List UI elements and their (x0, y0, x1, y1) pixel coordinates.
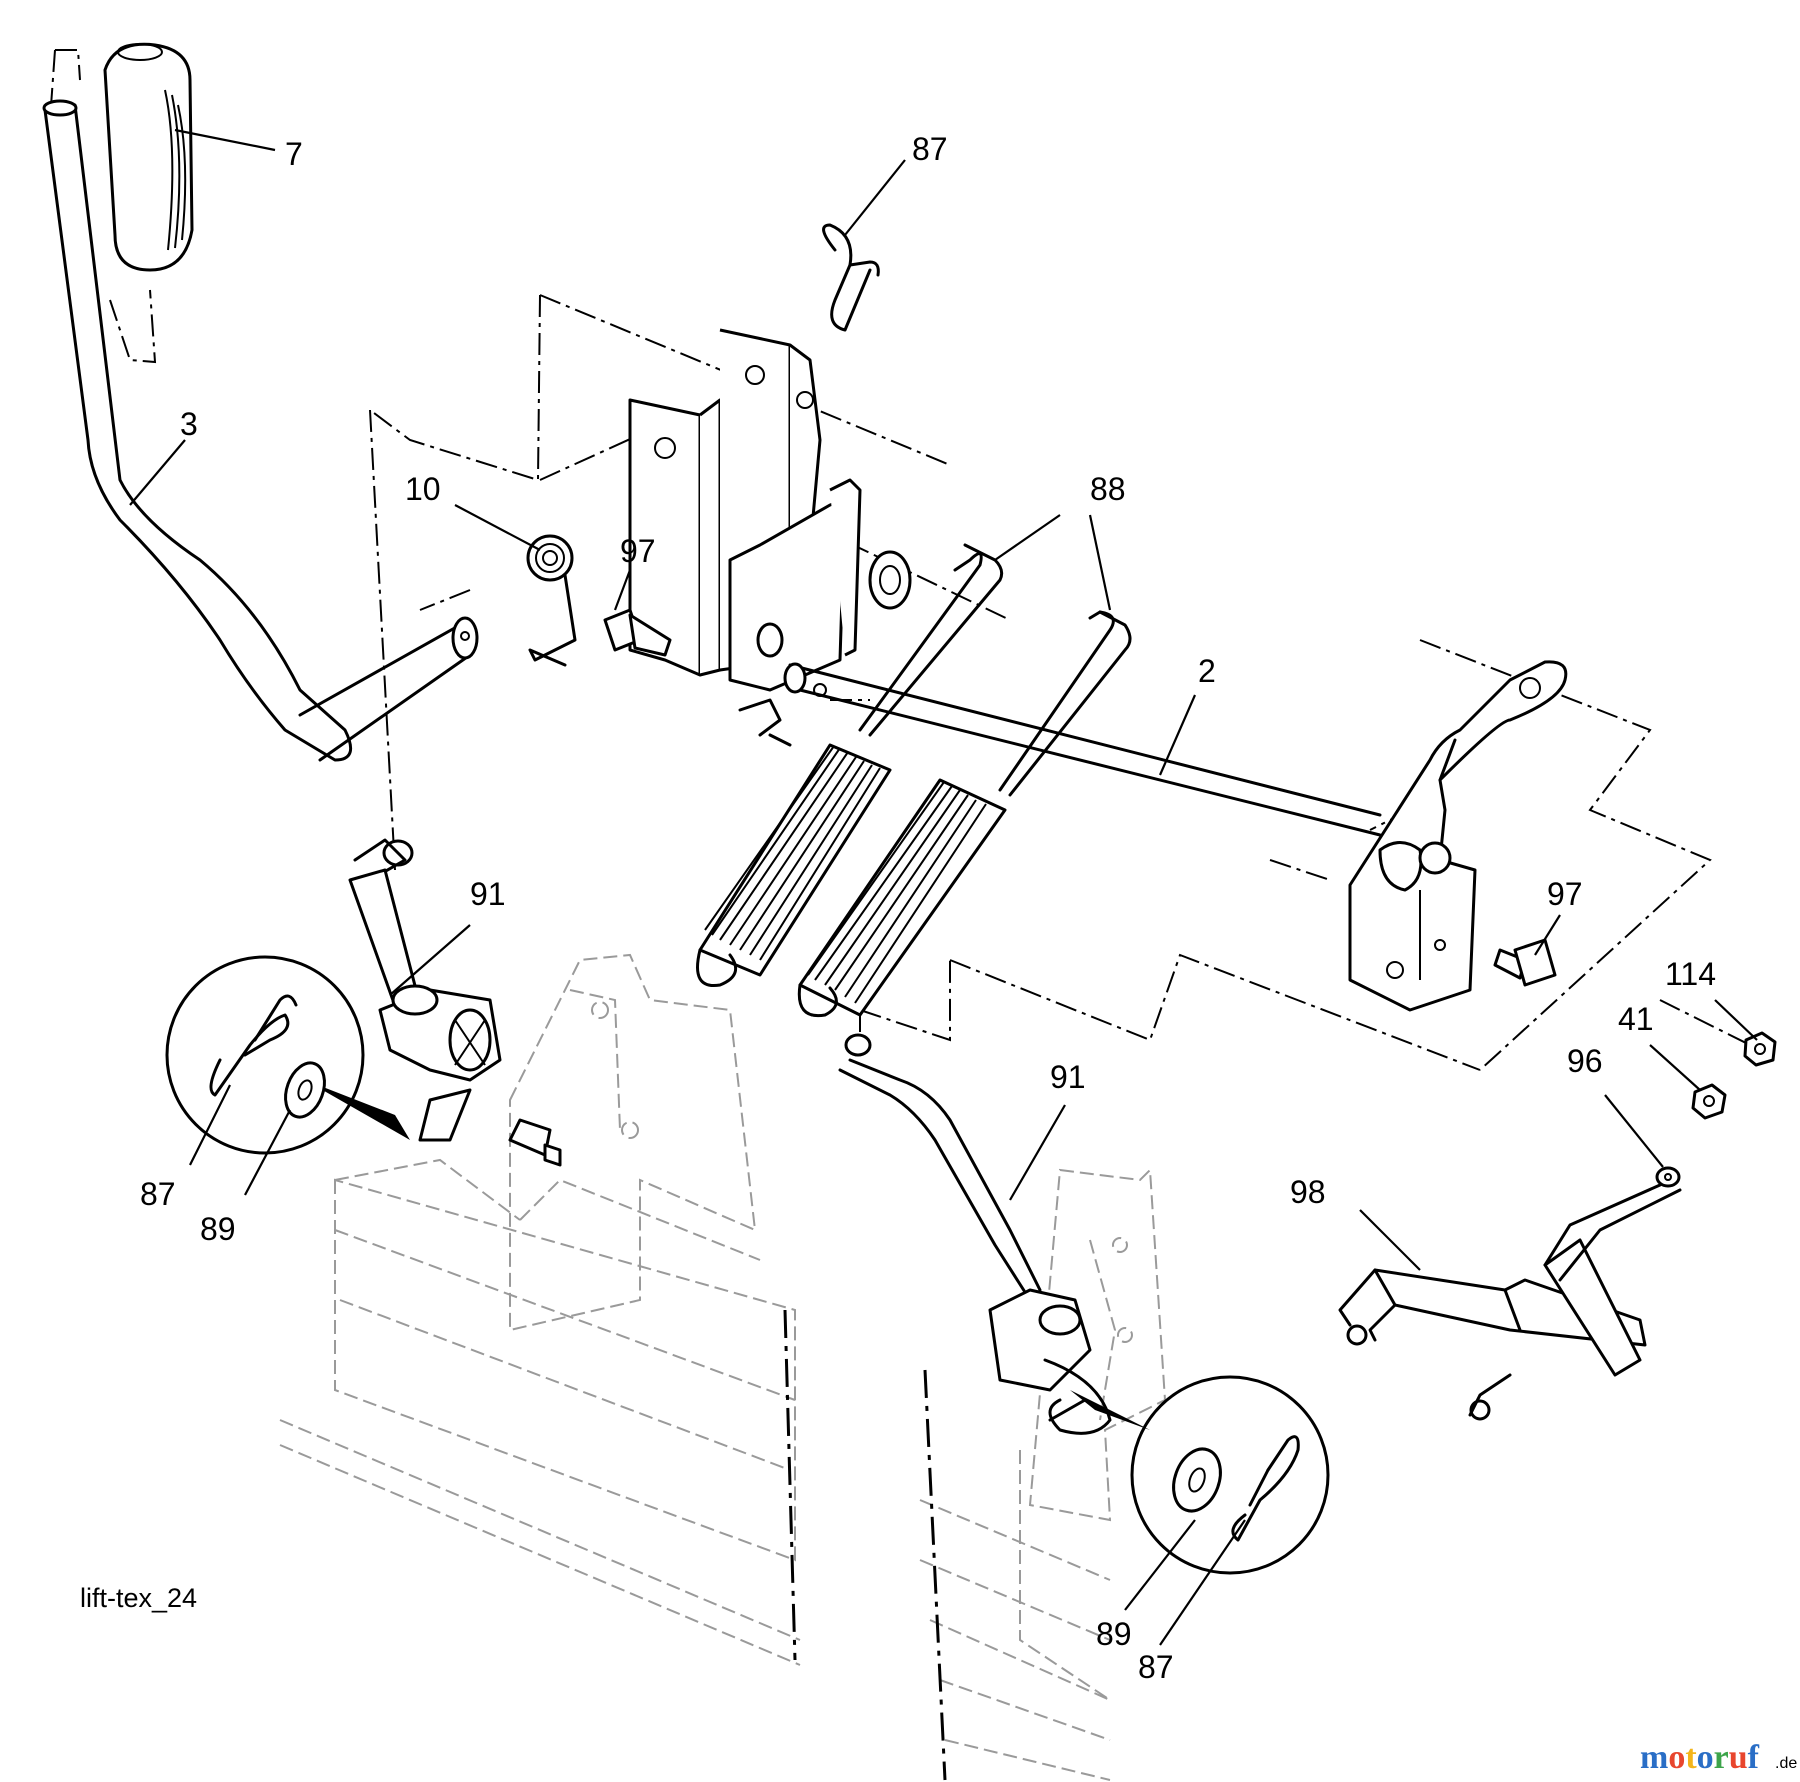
washer-96 (1655, 1166, 1681, 1188)
lift-link-left (348, 838, 562, 1167)
callout-3: 3 (180, 406, 198, 442)
extension-spring-right (797, 778, 1007, 1018)
callout-labels: 7 3 87 10 97 88 2 97 91 87 89 91 114 41 … (140, 131, 1716, 1685)
leader-lines (129, 128, 1758, 1646)
lift-arm-bracket (1348, 660, 1568, 1012)
callout-97: 97 (1547, 876, 1583, 912)
watermark-suffix: .de (1775, 1755, 1797, 1772)
callout-114: 114 (1665, 956, 1716, 992)
callout-96: 96 (1567, 1043, 1603, 1079)
detail-circle-left (165, 955, 410, 1155)
bolt-left (603, 608, 672, 657)
gauge-wheel-bracket (1338, 1183, 1682, 1421)
callout-87: 87 (912, 131, 948, 167)
callout-98: 98 (1290, 1174, 1326, 1210)
mower-deck-outline (279, 953, 1167, 1781)
lift-handle-rod (42, 99, 479, 762)
extension-spring-left (696, 743, 892, 988)
callout-91: 91 (470, 876, 506, 912)
callout-2: 2 (1198, 653, 1216, 689)
watermark-logo: motoruf .de (1640, 1739, 1797, 1776)
callout-41: 41 (1618, 1001, 1654, 1037)
callout-87: 87 (1138, 1649, 1174, 1685)
callout-87: 87 (140, 1176, 176, 1212)
callout-88: 88 (1090, 471, 1126, 507)
mounting-bracket (628, 328, 912, 747)
nut-41 (1691, 1083, 1727, 1120)
torsion-spring (526, 534, 577, 667)
callout-7: 7 (285, 136, 303, 172)
callout-89: 89 (1096, 1616, 1132, 1652)
callout-97: 97 (620, 533, 656, 569)
lift-link-right (838, 1033, 1112, 1435)
hairpin-clip-top (822, 223, 880, 332)
grip-handle (103, 42, 194, 272)
nut-114 (1743, 1031, 1777, 1067)
diagram-reference-code: lift-tex_24 (80, 1583, 197, 1613)
bolt-right (1493, 938, 1557, 987)
callout-10: 10 (405, 471, 441, 507)
watermark-text: motoruf (1640, 1739, 1760, 1776)
callout-91: 91 (1050, 1059, 1086, 1095)
detail-circle-right (1070, 1375, 1330, 1575)
lift-shaft (783, 662, 1382, 837)
callout-89: 89 (200, 1211, 236, 1247)
